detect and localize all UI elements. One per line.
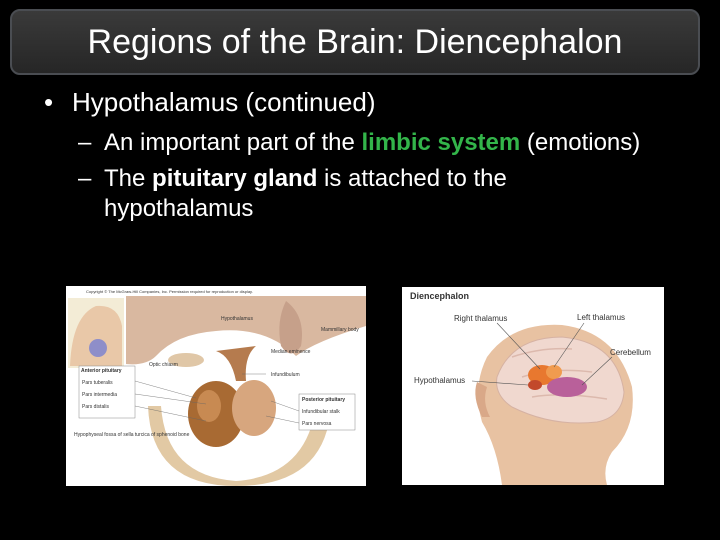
diencephalon-title: Diencephalon — [410, 291, 469, 301]
sub-bullet-pituitary: – The pituitary gland is attached to the… — [78, 164, 684, 224]
svg-text:Mammillary body: Mammillary body — [321, 327, 359, 333]
slide-title: Regions of the Brain: Diencephalon — [87, 22, 623, 61]
svg-text:Left thalamus: Left thalamus — [577, 313, 625, 322]
svg-text:Infundibulum: Infundibulum — [271, 372, 300, 378]
bullet-list: • Hypothalamus (continued) – An importan… — [44, 86, 684, 224]
svg-text:Pars intermedia: Pars intermedia — [82, 392, 117, 398]
cerebellum-shape — [547, 377, 587, 397]
pituitary-figure: Copyright © The McGraw-Hill Companies, I… — [66, 286, 366, 486]
svg-text:Pars nervosa: Pars nervosa — [302, 421, 332, 427]
svg-text:Anterior pituitary: Anterior pituitary — [81, 368, 122, 374]
svg-text:Pars distalis: Pars distalis — [82, 404, 109, 410]
dash-marker: – — [78, 165, 92, 192]
sub-bullet-text-post: (emotions) — [520, 129, 641, 156]
svg-text:Posterior pituitary: Posterior pituitary — [302, 397, 345, 403]
brain-tissue — [126, 296, 366, 365]
svg-text:Cerebellum: Cerebellum — [610, 348, 651, 357]
bullet-marker: • — [44, 87, 54, 117]
limbic-system-highlight: limbic system — [361, 129, 521, 156]
sphenoid-bone — [148, 406, 331, 486]
inset-brain — [70, 305, 122, 366]
bullet-text: Hypothalamus (continued) — [72, 87, 376, 117]
posterior-pituitary — [232, 380, 276, 436]
inset-pituitary — [89, 339, 107, 357]
svg-text:Right thalamus: Right thalamus — [454, 314, 507, 323]
hypothalamus-shape — [528, 380, 542, 390]
bullet-hypothalamus: • Hypothalamus (continued) — [44, 86, 684, 118]
diencephalon-figure: Diencephalon Right thalamus Left thalamu… — [402, 287, 664, 485]
sub-bullet-limbic: – An important part of the limbic system… — [78, 128, 684, 158]
copyright-text: Copyright © The McGraw-Hill Companies, I… — [86, 289, 253, 294]
svg-text:Hypothalamus: Hypothalamus — [414, 376, 465, 385]
mammillary-body — [279, 301, 302, 354]
svg-text:Pars tuberalis: Pars tuberalis — [82, 380, 113, 386]
infundibulum-shape — [216, 346, 256, 381]
sub-bullet-text-pre: The — [104, 165, 153, 192]
optic-chiasm — [168, 353, 204, 367]
svg-text:Median eminence: Median eminence — [271, 349, 311, 355]
svg-text:Hypophyseal fossa of sella tur: Hypophyseal fossa of sella turcica of sp… — [74, 432, 190, 438]
dash-marker: – — [78, 129, 92, 156]
title-bar: Regions of the Brain: Diencephalon — [10, 9, 700, 75]
svg-text:Optic chiasm: Optic chiasm — [149, 362, 178, 368]
pituitary-gland-bold: pituitary gland — [152, 165, 318, 192]
sub-bullet-text-pre: An important part of the — [104, 129, 362, 156]
svg-text:Infundibular stalk: Infundibular stalk — [302, 409, 340, 415]
sub-bullet-text-post: is attached to the hypothalamus — [104, 165, 507, 222]
svg-text:Hypothalamus: Hypothalamus — [221, 316, 253, 322]
